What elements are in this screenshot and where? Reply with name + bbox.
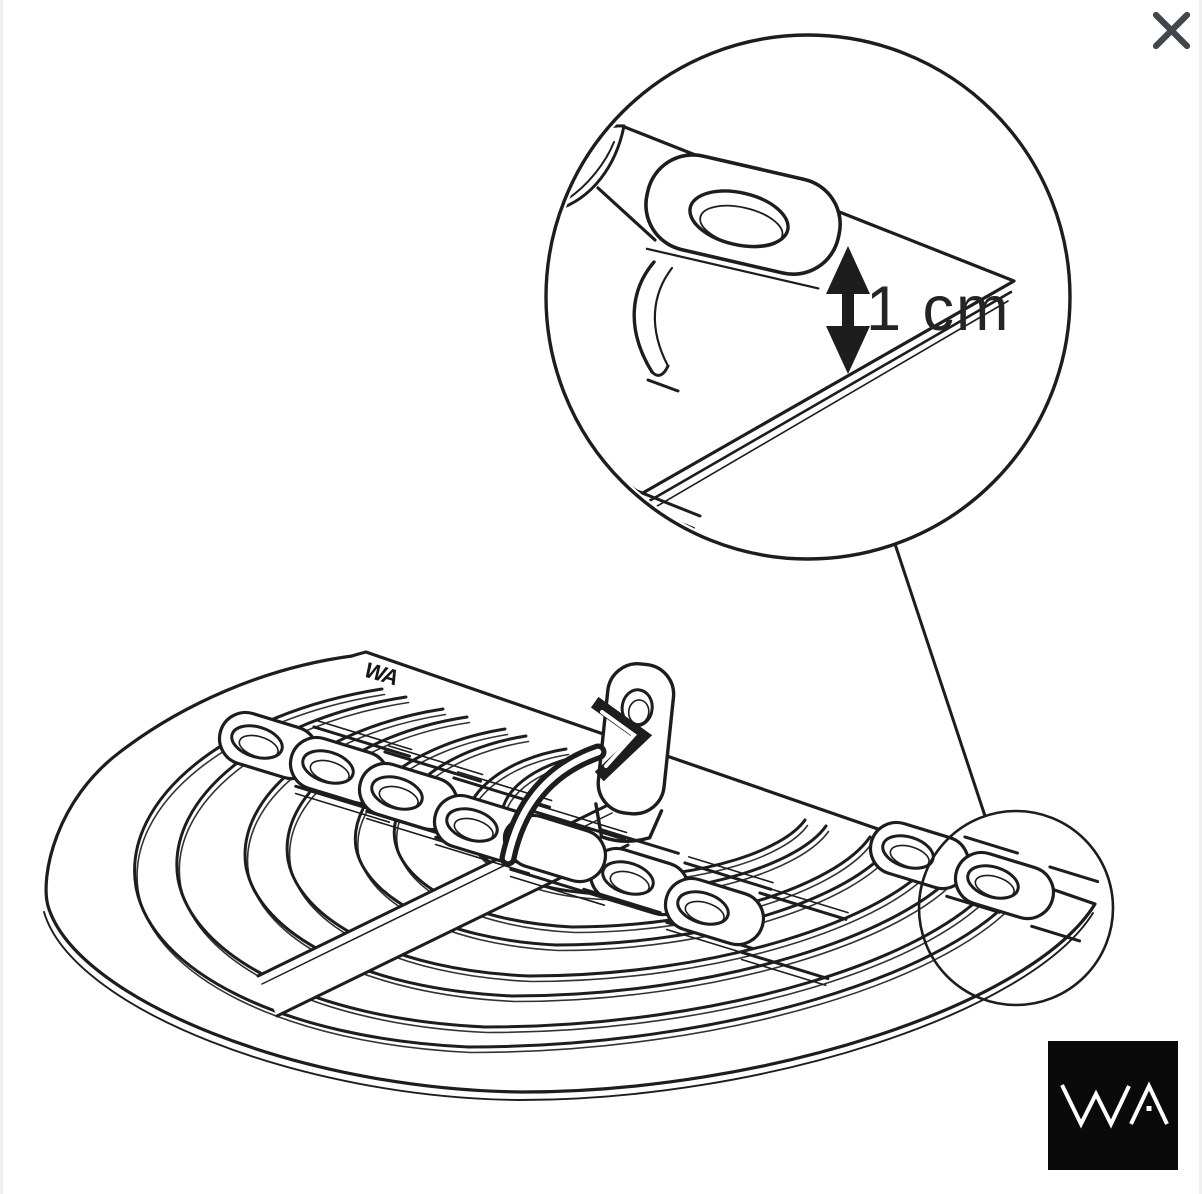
detail-bubble: 1 cm bbox=[544, 33, 1072, 561]
right-tab bbox=[953, 850, 1100, 943]
fan-plate bbox=[43, 650, 1115, 1101]
magnifier-leader-line bbox=[893, 543, 987, 817]
close-icon bbox=[1152, 11, 1191, 50]
right-edge-tint bbox=[1199, 0, 1202, 1194]
lifted-tab bbox=[644, 153, 842, 290]
tab-bend bbox=[632, 260, 656, 374]
close-button[interactable] bbox=[1152, 11, 1191, 50]
tab bbox=[663, 876, 849, 987]
measurement-arrow bbox=[826, 246, 870, 374]
brand-logo-wa-glyphs bbox=[1060, 1081, 1169, 1129]
tab-row bbox=[217, 710, 849, 987]
magnifier-source-circle bbox=[917, 809, 1115, 1007]
measurement-label: 1 cm bbox=[866, 274, 1011, 344]
brand-logo bbox=[1048, 1041, 1178, 1170]
left-edge-tint bbox=[0, 0, 3, 1194]
bend-arrow bbox=[499, 696, 653, 867]
